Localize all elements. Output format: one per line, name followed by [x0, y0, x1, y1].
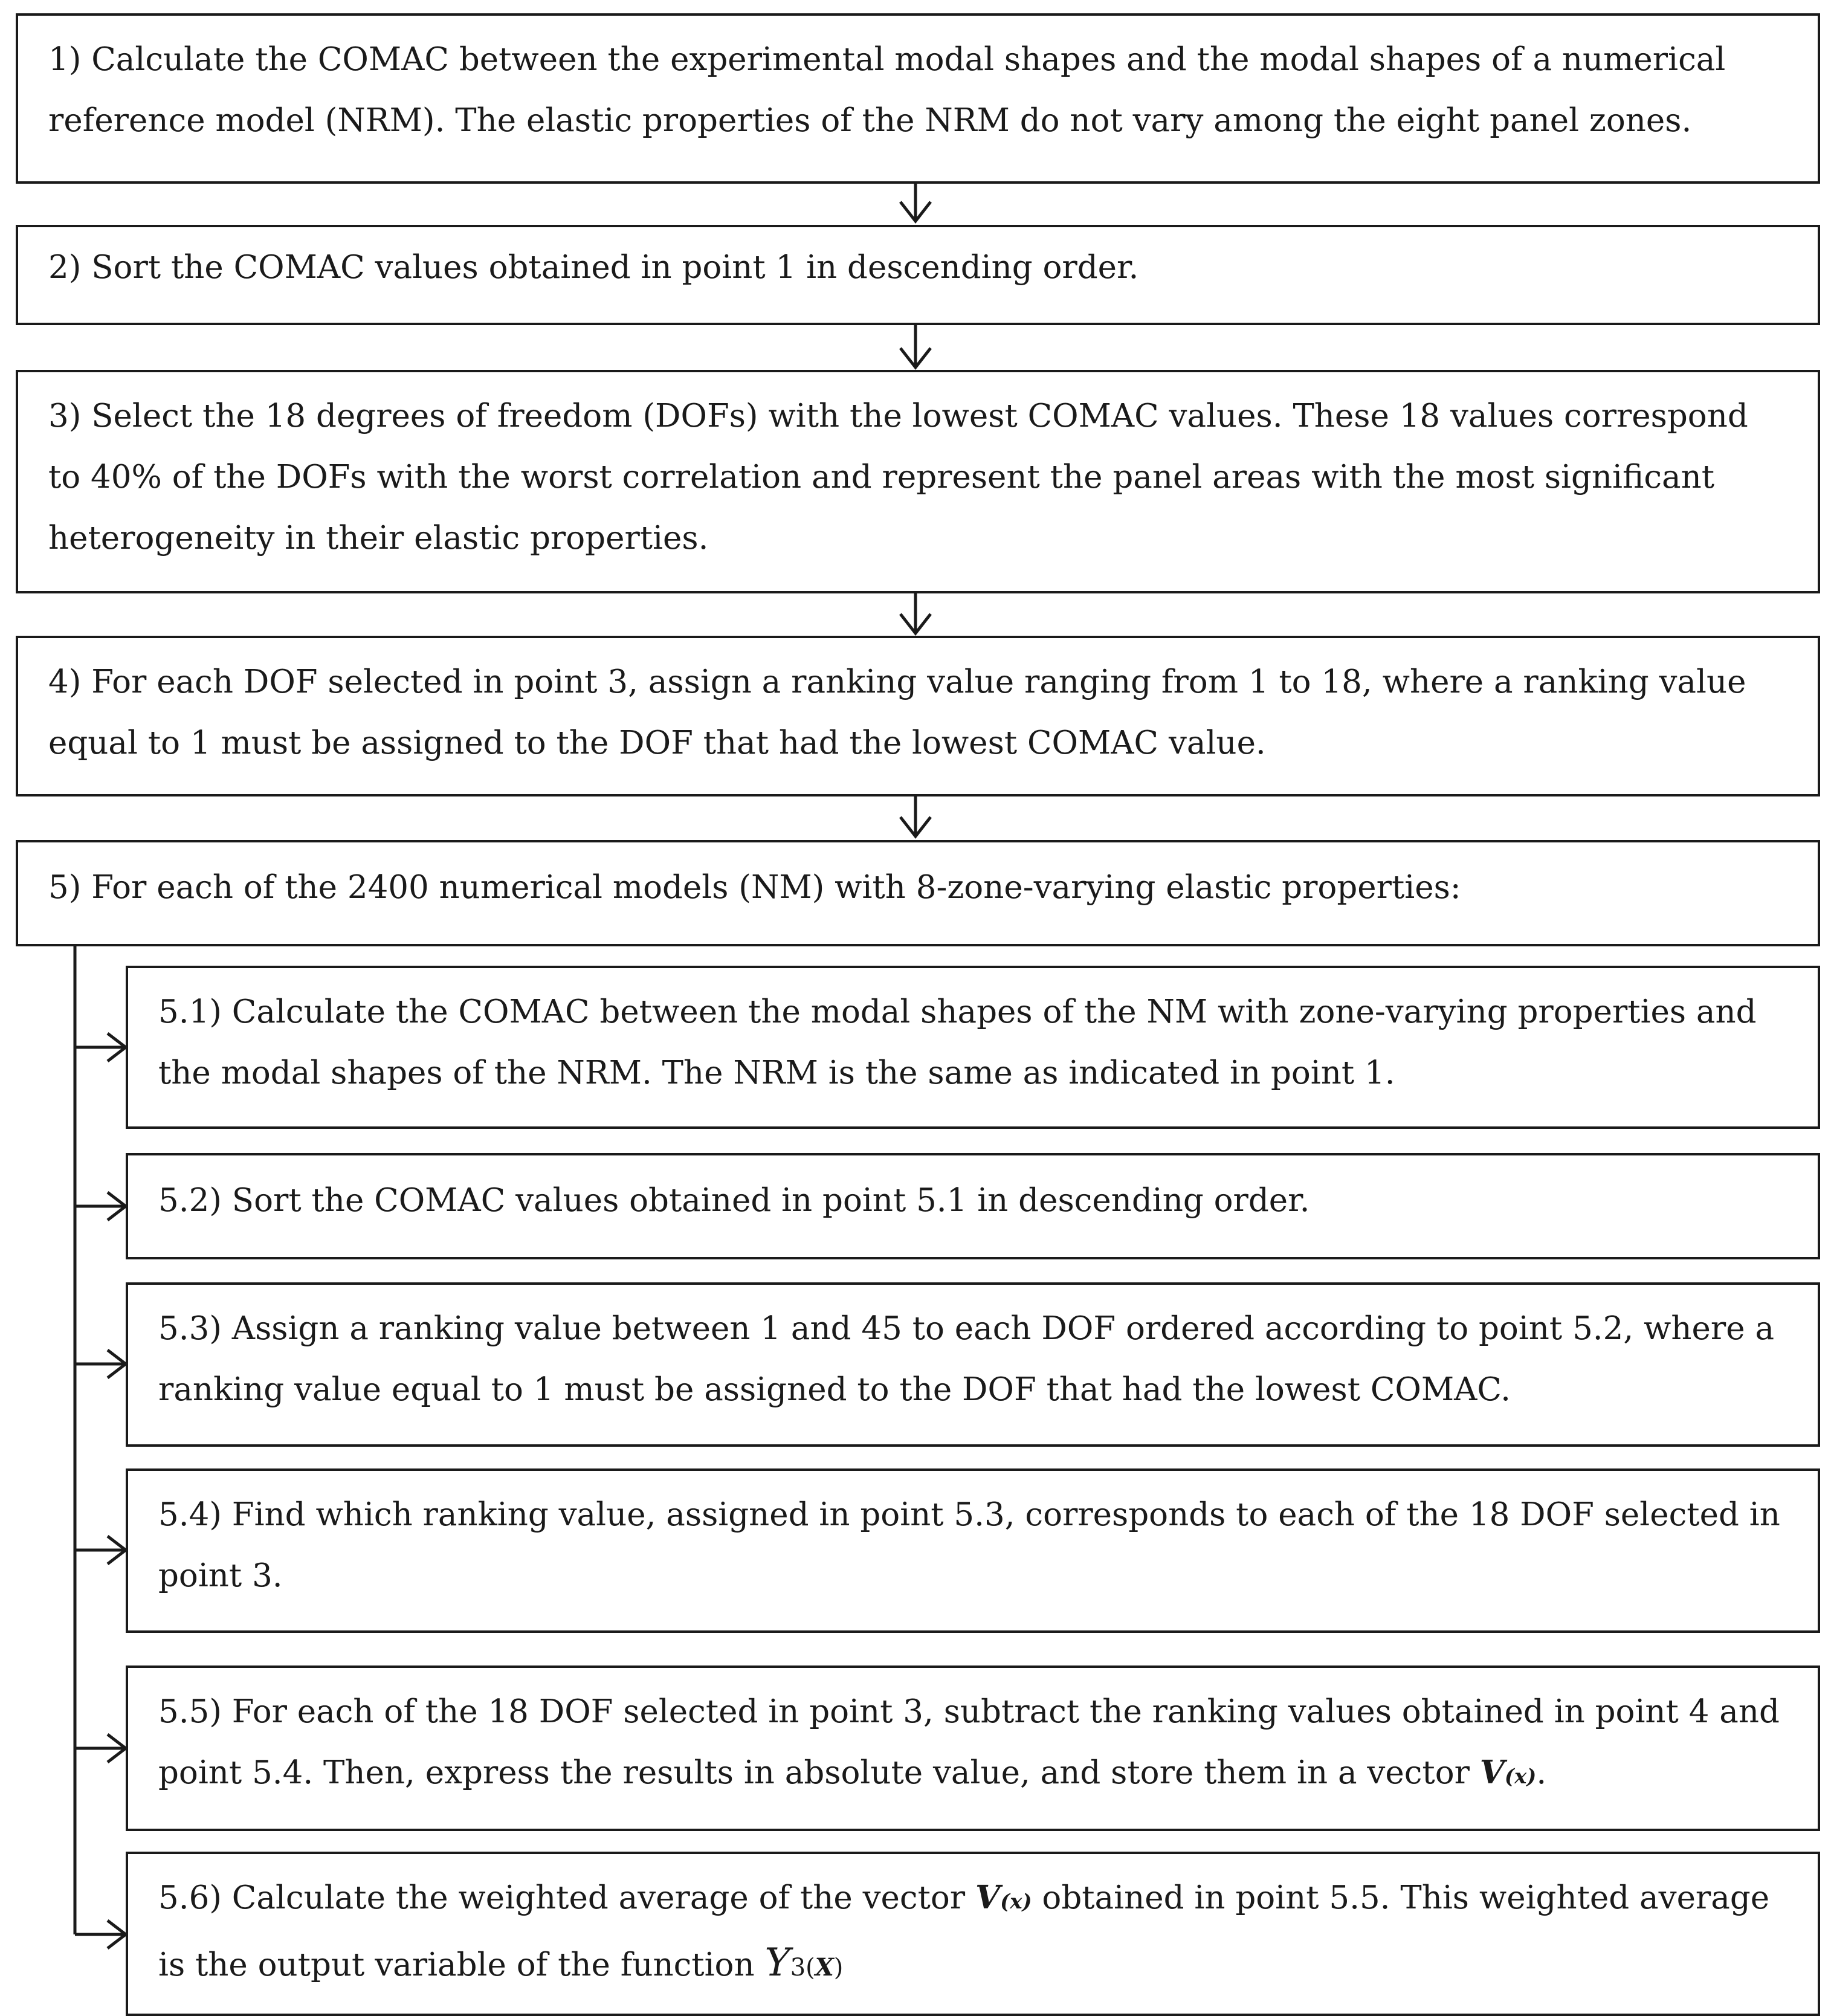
arrow-to-5-2: [75, 1191, 129, 1221]
function-y-subscript-arg: X: [815, 1953, 834, 1982]
substep-5-2-box: 5.2) Sort the COMAC values obtained in p…: [126, 1153, 1820, 1259]
substep-5-5-line-2-text: point 5.4. Then, express the results in …: [158, 1754, 1480, 1791]
arrow-1-to-2: [899, 181, 932, 224]
substep-5-4-line-1: 5.4) Find which ranking value, assigned …: [158, 1496, 1780, 1533]
function-y-subscript: 3(X): [790, 1953, 844, 1982]
function-y-symbol: Y: [764, 1940, 790, 1985]
substep-5-3-line-1: 5.3) Assign a ranking value between 1 an…: [158, 1310, 1775, 1347]
substep-5-1-line-2: the modal shapes of the NRM. The NRM is …: [158, 1055, 1395, 1091]
arrow-to-5-1: [75, 1032, 129, 1062]
arrow-to-5-5: [75, 1733, 129, 1763]
substep-5-6-box: 5.6) Calculate the weighted average of t…: [126, 1852, 1820, 2016]
substep-5-4-line-2: point 3.: [158, 1557, 283, 1594]
substep-5-6-line-1-end: obtained in point 5.5. This weighted ave…: [1032, 1879, 1770, 1916]
substep-5-5-line-1: 5.5) For each of the 18 DOF selected in …: [158, 1693, 1780, 1730]
vector-v-symbol-2: V: [975, 1879, 1001, 1916]
substep-5-6-line-1-text: 5.6) Calculate the weighted average of t…: [158, 1879, 975, 1916]
function-y-subscript-number: 3: [790, 1954, 806, 1982]
vector-v-subscript-2: (x): [1000, 1890, 1032, 1914]
step-1-line-1: 1) Calculate the COMAC between the exper…: [48, 41, 1726, 78]
substep-5-5-line-2-end: .: [1536, 1754, 1547, 1791]
substep-5-4-box: 5.4) Find which ranking value, assigned …: [126, 1468, 1820, 1633]
step-5-box: 5) For each of the 2400 numerical models…: [16, 840, 1820, 946]
step-3-line-3: heterogeneity in their elastic propertie…: [48, 520, 709, 557]
arrow-to-5-4: [75, 1535, 129, 1565]
vector-v-symbol: V: [1479, 1754, 1505, 1791]
step-4-line-2: equal to 1 must be assigned to the DOF t…: [48, 725, 1266, 761]
step-3-line-1: 3) Select the 18 degrees of freedom (DOF…: [48, 398, 1748, 435]
arrow-to-5-6: [75, 1919, 129, 1950]
step-3-line-2: to 40% of the DOFs with the worst correl…: [48, 459, 1715, 496]
step-2-box: 2) Sort the COMAC values obtained in poi…: [16, 225, 1820, 325]
substep-5-6-line-1: 5.6) Calculate the weighted average of t…: [158, 1867, 1787, 1933]
substep-5-2-line-1: 5.2) Sort the COMAC values obtained in p…: [158, 1182, 1310, 1219]
substep-5-3-line-2: ranking value equal to 1 must be assigne…: [158, 1371, 1511, 1408]
step-4-line-1: 4) For each DOF selected in point 3, ass…: [48, 664, 1746, 700]
arrow-2-to-3: [899, 324, 932, 370]
substep-5-5-line-2: point 5.4. Then, express the results in …: [158, 1742, 1787, 1808]
substep-5-5-box: 5.5) For each of the 18 DOF selected in …: [126, 1665, 1820, 1831]
arrow-to-5-3: [75, 1349, 129, 1379]
substep-5-6-line-2-text: is the output variable of the function: [158, 1947, 765, 1983]
arrow-4-to-5: [899, 795, 932, 839]
step-1-line-2: reference model (NRM). The elastic prope…: [48, 102, 1692, 139]
step-5-line-1: 5) For each of the 2400 numerical models…: [48, 869, 1461, 906]
step-2-line-1: 2) Sort the COMAC values obtained in poi…: [48, 249, 1139, 286]
step-3-box: 3) Select the 18 degrees of freedom (DOF…: [16, 370, 1820, 593]
substep-5-6-line-2: is the output variable of the function Y…: [158, 1933, 1787, 1998]
substep-5-3-box: 5.3) Assign a ranking value between 1 an…: [126, 1282, 1820, 1447]
substep-5-1-box: 5.1) Calculate the COMAC between the mod…: [126, 966, 1820, 1129]
step-1-box: 1) Calculate the COMAC between the exper…: [16, 13, 1820, 184]
substep-5-1-line-1: 5.1) Calculate the COMAC between the mod…: [158, 993, 1757, 1030]
step-4-box: 4) For each DOF selected in point 3, ass…: [16, 636, 1820, 796]
vector-v-subscript: (x): [1504, 1765, 1537, 1789]
arrow-3-to-4: [899, 592, 932, 636]
